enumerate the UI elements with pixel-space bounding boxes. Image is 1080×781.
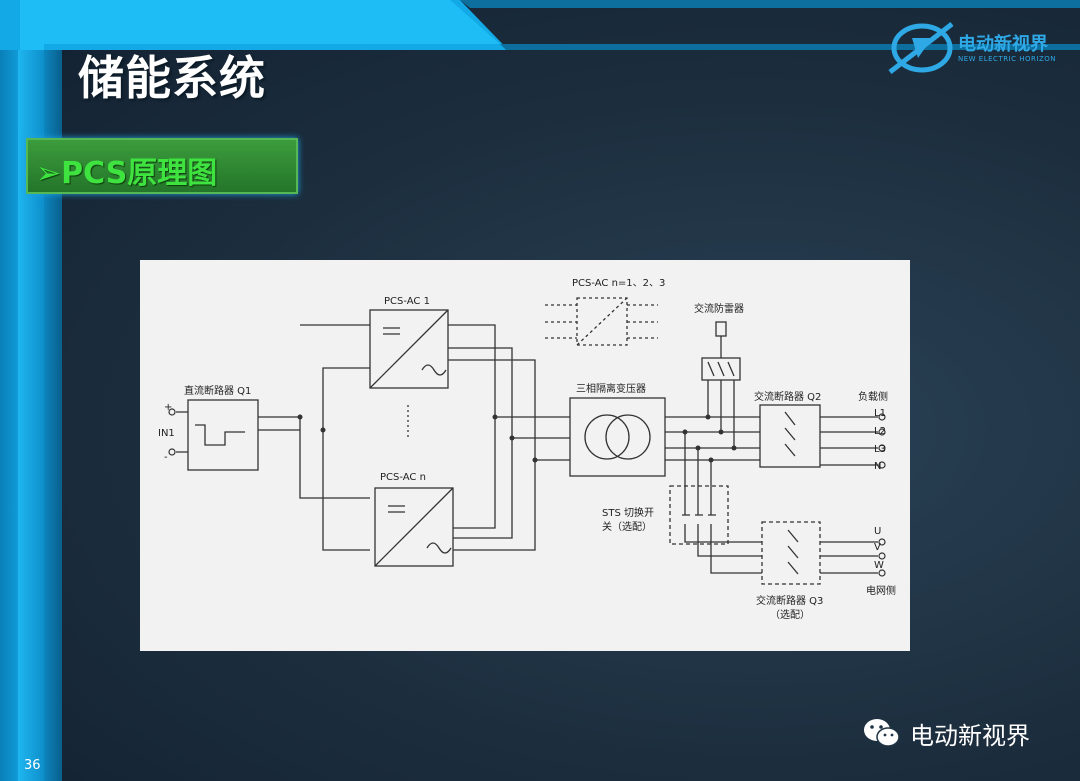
- arrow-bullet-icon: ➢: [36, 156, 62, 191]
- watermark: 电动新视界: [862, 715, 1030, 751]
- left-frame-highlight: [18, 0, 44, 781]
- sts-label-line1: STS 切换开: [602, 506, 654, 519]
- q3-breaker-label-line2: （选配）: [770, 608, 810, 621]
- pcs-ac-n-box: [374, 487, 454, 567]
- terminal-u: U: [874, 526, 881, 537]
- transformer-label: 三相隔离变压器: [576, 382, 646, 395]
- q3-breaker-label-line1: 交流断路器 Q3: [756, 594, 823, 607]
- logo-name: 电动新视界: [958, 34, 1048, 55]
- dc-breaker-box: [187, 399, 259, 471]
- q2-breaker-label: 交流断路器 Q2: [754, 390, 821, 403]
- load-side-label: 负载侧: [858, 390, 888, 403]
- terminal-l3: L3: [874, 444, 886, 455]
- watermark-text: 电动新视界: [910, 721, 1030, 750]
- sts-switch-box: [669, 485, 729, 545]
- left-frame-bar: [0, 0, 62, 781]
- schematic-svg: 直流断路器 Q1 IN1 + - PCS-AC 1 PCS-AC n PCS-A…: [158, 278, 896, 621]
- section-heading-box: ➢PCS原理图: [26, 138, 298, 194]
- grid-side-label: 电网侧: [866, 584, 896, 597]
- terminal-l1: L1: [874, 408, 886, 419]
- sts-label-line2: 关（选配）: [602, 520, 652, 533]
- dc-breaker-label: 直流断路器 Q1: [184, 384, 251, 397]
- slide-title: 储能系统: [78, 51, 266, 105]
- q2-breaker-box: [759, 404, 821, 468]
- logo-subtitle: NEW ELECTRIC HORIZON: [958, 55, 1056, 63]
- terminal-n: N: [874, 461, 881, 472]
- pcs-legend-label: PCS-AC n=1、2、3: [572, 278, 665, 289]
- minus-sign: -: [164, 452, 168, 463]
- section-heading-label: PCS原理图: [61, 156, 218, 191]
- pcs-ac-1-box: [369, 309, 449, 389]
- input-label: IN1: [158, 428, 175, 439]
- pcs-schematic-diagram: 直流断路器 Q1 IN1 + - PCS-AC 1 PCS-AC n PCS-A…: [140, 260, 910, 651]
- q3-breaker-box: [761, 521, 821, 585]
- page-number: 36: [24, 758, 41, 773]
- wechat-icon: [864, 719, 900, 747]
- section-heading: ➢PCS原理图: [36, 148, 217, 192]
- terminal-v: V: [874, 542, 881, 553]
- surge-arrester-label: 交流防雷器: [694, 302, 744, 315]
- terminal-l2: L2: [874, 426, 886, 437]
- terminal-w: W: [874, 560, 884, 571]
- pcs-legend-box: [576, 297, 628, 346]
- pcs-ac-1-label: PCS-AC 1: [384, 296, 430, 307]
- pcs-ac-n-label: PCS-AC n: [380, 472, 426, 483]
- transformer-box: [569, 397, 666, 477]
- brand-logo-icon: [888, 22, 954, 74]
- plus-sign: +: [164, 402, 172, 413]
- top-frame-bar: [0, 0, 1080, 50]
